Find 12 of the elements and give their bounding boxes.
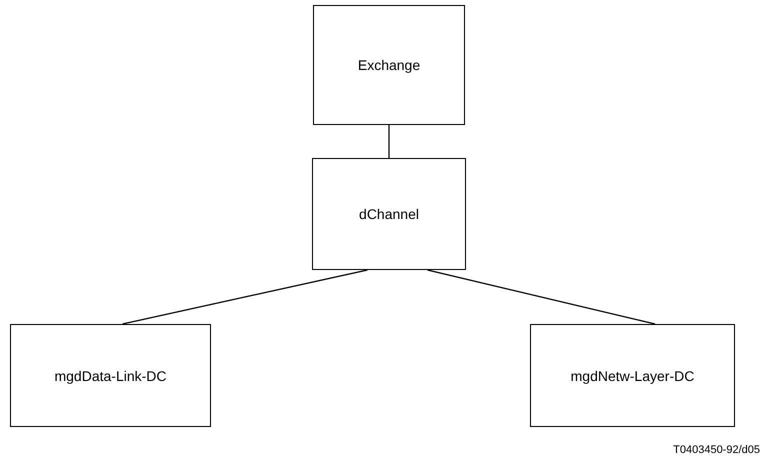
node-label: Exchange xyxy=(358,57,420,73)
connector-line xyxy=(427,269,656,325)
entity-box xyxy=(313,5,465,125)
figure-id: T0403450-92/d05 xyxy=(673,444,760,456)
node-label: mgdNetw-Layer-DC xyxy=(570,368,694,384)
node-label: mgdData-Link-DC xyxy=(54,368,167,384)
entity-box xyxy=(312,158,466,270)
entity-box xyxy=(530,324,735,427)
node-label: dChannel xyxy=(359,206,419,222)
connector-line xyxy=(122,269,368,325)
entity-box xyxy=(10,324,211,427)
connector-line xyxy=(388,125,390,158)
